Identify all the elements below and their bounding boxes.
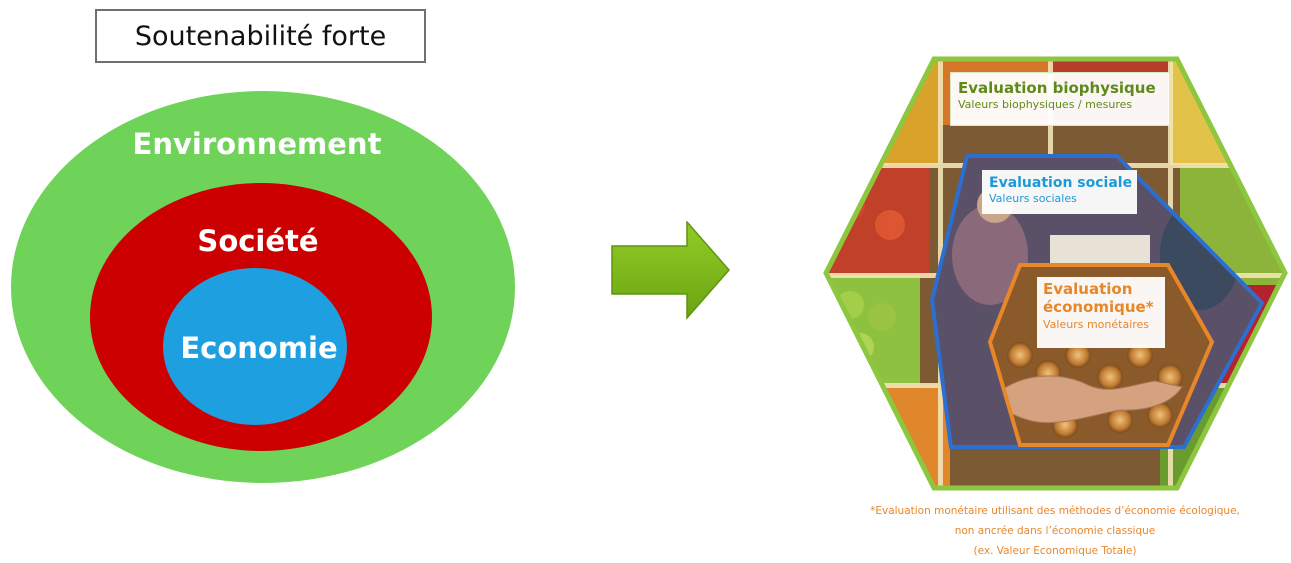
social-title: Evaluation sociale [989, 175, 1133, 191]
environment-label: Environnement [132, 127, 382, 161]
footnote-line3: (ex. Valeur Economique Totale) [973, 544, 1137, 557]
economic-subtitle: Valeurs monétaires [1043, 317, 1150, 331]
economy-ellipse [163, 268, 347, 425]
economic-evaluation-box: Evaluation économique* Valeurs monétaire… [1037, 277, 1165, 348]
economic-title-line1: Evaluation [1043, 280, 1133, 298]
biophysical-title: Evaluation biophysique [958, 79, 1156, 97]
biophysical-subtitle: Valeurs biophysiques / mesures [958, 98, 1133, 112]
footnote-line1: *Evaluation monétaire utilisant des méth… [870, 505, 1240, 517]
coins-photo-area [990, 265, 1212, 445]
social-evaluation-box: Evaluation sociale Valeurs sociales [982, 170, 1137, 214]
social-subtitle: Valeurs sociales [989, 192, 1077, 206]
title-box: Soutenabilité forte [95, 9, 426, 63]
economic-title-line2: économique* [1043, 298, 1154, 317]
society-label: Société [197, 224, 319, 258]
footnote-line2: non ancrée dans l’économie classique [954, 524, 1156, 537]
economy-label: Economie [180, 331, 338, 365]
right-arrow-icon [611, 221, 730, 320]
footnote: *Evaluation monétaire utilisant des méth… [820, 502, 1290, 562]
diagram-title: Soutenabilité forte [134, 20, 387, 52]
biophysical-evaluation-box: Evaluation biophysique Valeurs biophysiq… [950, 72, 1170, 126]
